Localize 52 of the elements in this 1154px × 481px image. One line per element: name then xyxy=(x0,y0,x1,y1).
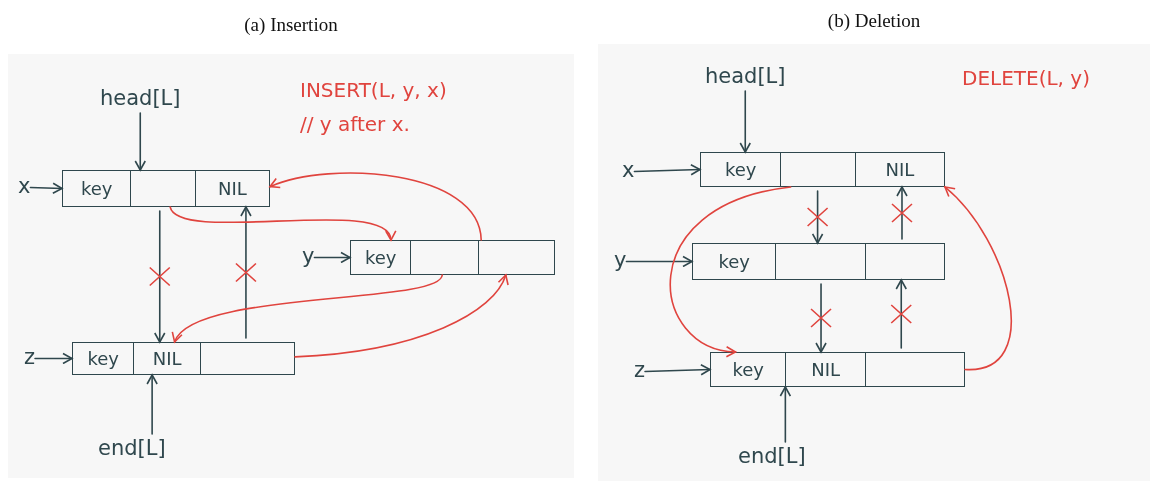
arrow xyxy=(29,182,63,195)
arrow xyxy=(895,279,908,349)
arrow xyxy=(313,251,351,264)
arrow xyxy=(134,112,147,171)
pointer-label: y xyxy=(302,246,315,267)
list-node-record xyxy=(72,342,295,375)
annotation-text: DELETE(L, y) xyxy=(962,66,1090,90)
pointer-label: x xyxy=(622,160,635,181)
curved-arrow xyxy=(944,186,1013,371)
pointer-label: end[L] xyxy=(738,446,806,467)
arrow xyxy=(625,255,693,268)
arrow xyxy=(34,352,73,365)
field-name: NIL xyxy=(885,159,915,180)
arrow xyxy=(146,374,158,435)
pointer-label: end[L] xyxy=(98,438,166,459)
panel-title: (b) Deletion xyxy=(826,10,922,32)
pointer-label: y xyxy=(614,250,627,271)
arrow xyxy=(811,190,824,244)
arrow xyxy=(815,283,827,353)
field-name: NIL xyxy=(152,348,182,369)
field-name: key xyxy=(732,359,764,380)
pointer-label: head[L] xyxy=(705,66,786,87)
list-node-record xyxy=(700,152,945,187)
pointer-label: head[L] xyxy=(100,88,181,109)
curved-arrow xyxy=(173,274,444,343)
field-name: key xyxy=(80,178,113,199)
pointer-label: z xyxy=(24,347,36,368)
annotation-text: INSERT(L, y, x) xyxy=(300,78,447,102)
list-node-record xyxy=(62,170,270,207)
field-name: NIL xyxy=(217,178,247,199)
curved-arrow xyxy=(294,274,508,358)
arrow xyxy=(896,186,908,240)
curved-arrow xyxy=(269,172,482,241)
field-name: key xyxy=(364,247,397,268)
field-name: key xyxy=(87,348,119,369)
list-node-record xyxy=(692,243,945,280)
arrow xyxy=(240,206,252,339)
panel-title: (a) Insertion xyxy=(243,14,339,36)
arrow xyxy=(153,210,166,343)
field-name: NIL xyxy=(811,359,840,380)
arrow xyxy=(644,364,711,376)
field-name: key xyxy=(724,159,757,180)
curved-arrow xyxy=(669,186,792,357)
pointer-label: z xyxy=(634,360,646,381)
pointer-label: x xyxy=(18,176,31,197)
arrow xyxy=(779,386,792,443)
annotation-text: // y after x. xyxy=(300,112,410,136)
list-node-record xyxy=(710,352,965,387)
arrow xyxy=(633,164,701,176)
field-name: key xyxy=(718,251,750,272)
list-node-record xyxy=(350,240,555,275)
arrow xyxy=(739,90,752,153)
